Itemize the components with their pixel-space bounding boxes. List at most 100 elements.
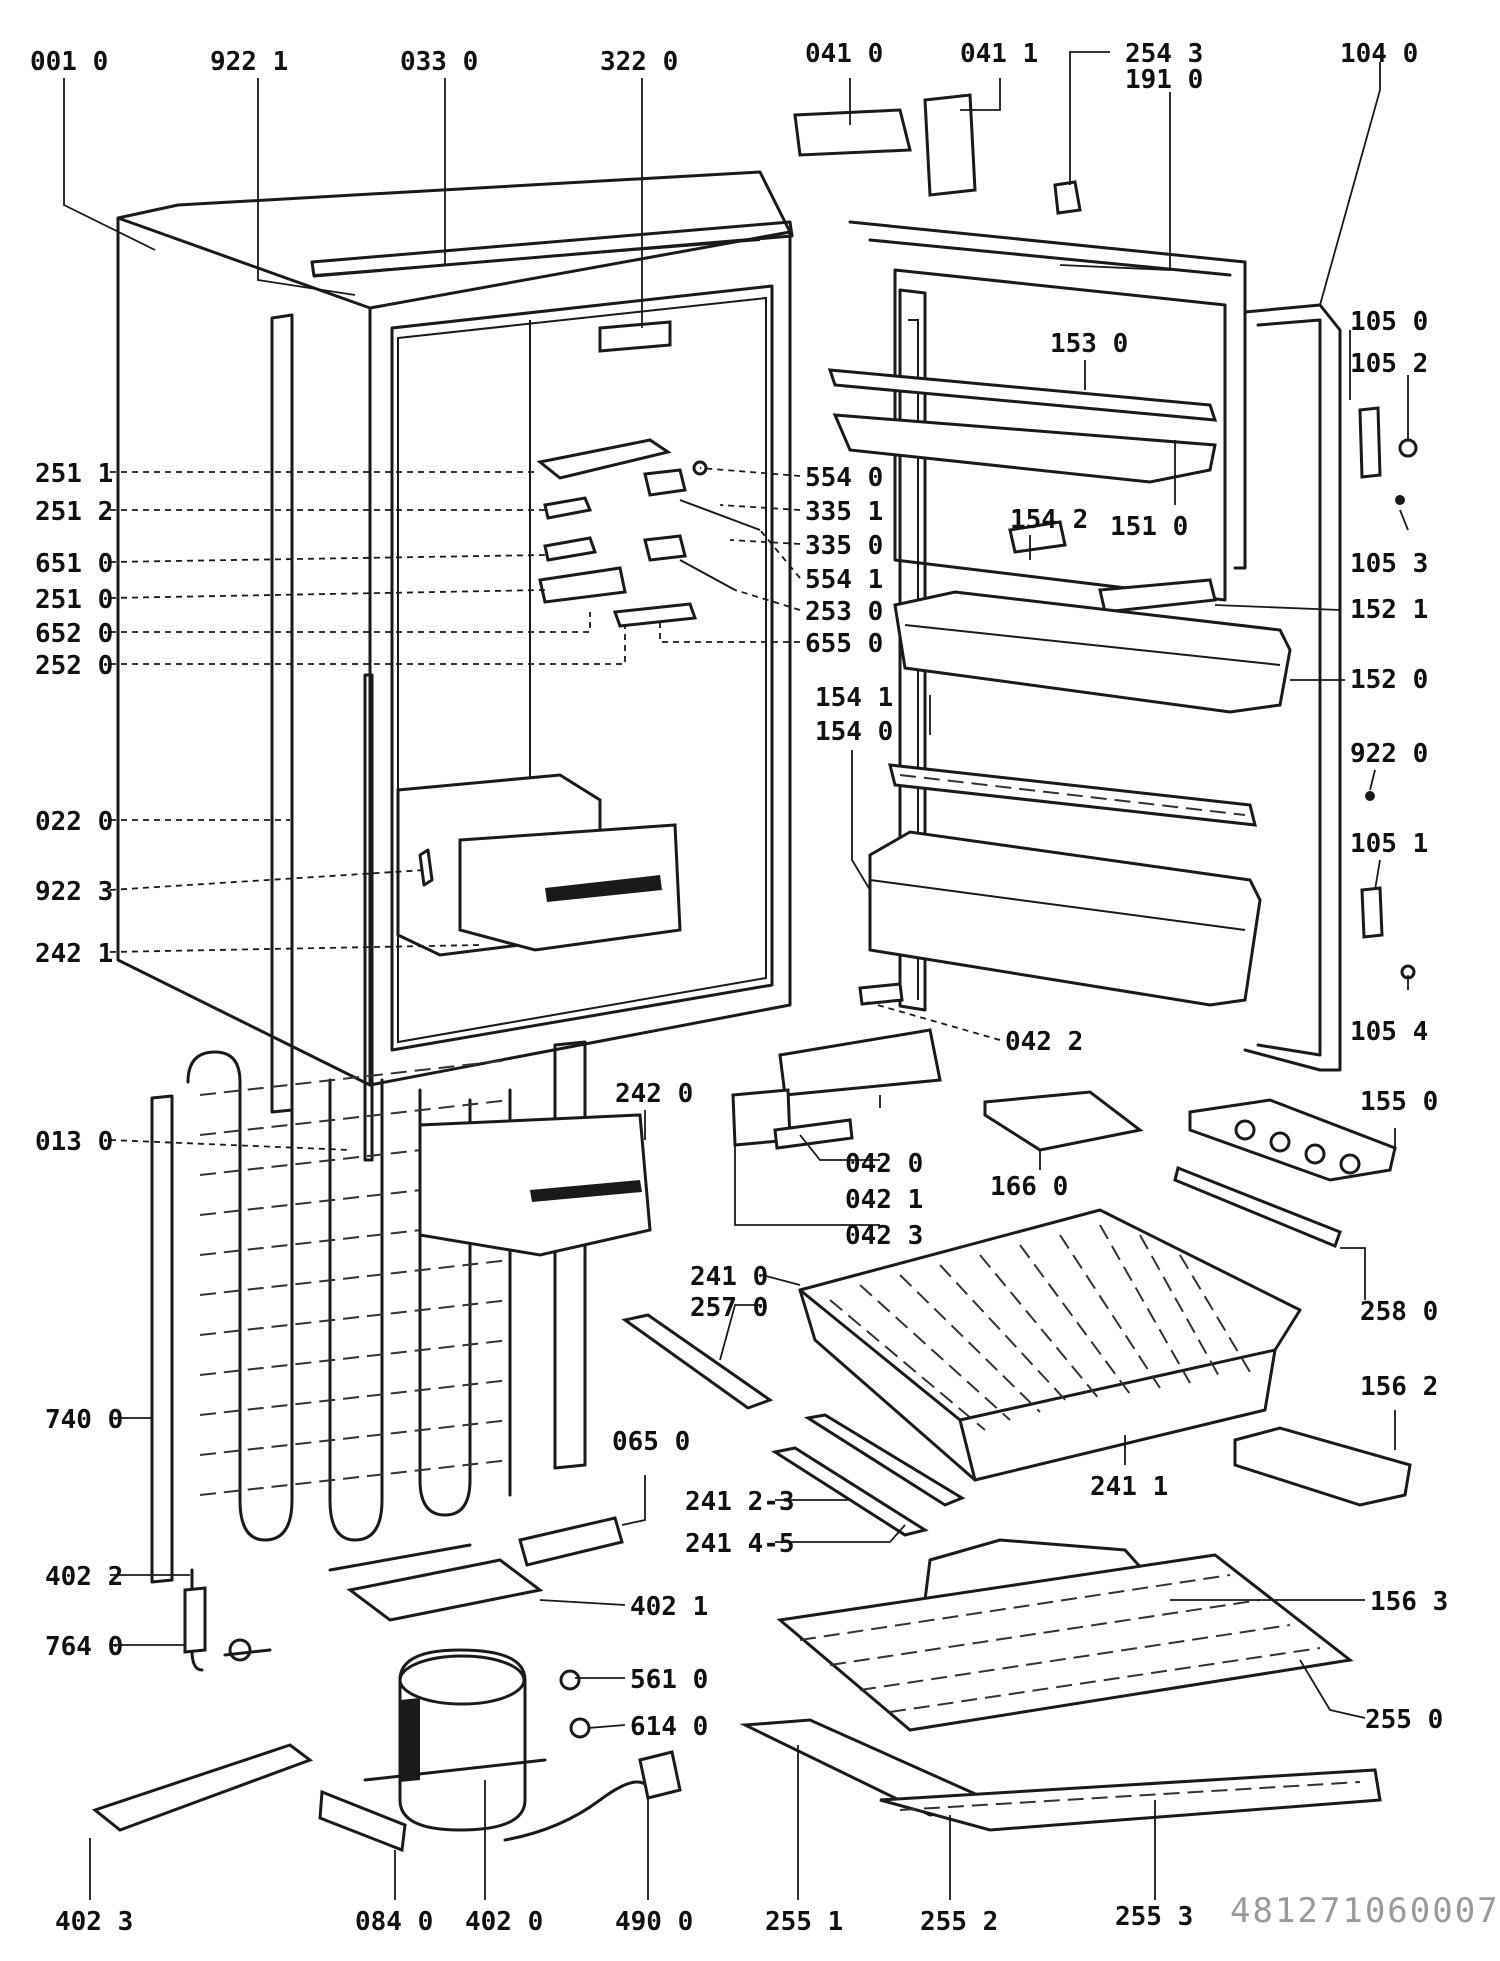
label-191-0: 191 0 [1125,65,1203,95]
label-764-0: 764 0 [45,1632,123,1662]
dairy-tray [1233,1426,1412,1507]
label-252-0: 252 0 [35,651,113,681]
label-335-0: 335 0 [805,531,883,561]
glass-shelf-lower [739,1718,1382,1832]
label-105-0: 105 0 [1350,307,1428,337]
label-042-0: 042 0 [845,1149,923,1179]
label-922-1: 922 1 [210,47,288,77]
compressor-foot [318,1789,407,1853]
condenser-coil [186,1050,512,1542]
part-labels: 001 0 922 1 033 0 322 0 041 0 041 1 254 … [30,39,1448,1937]
door-outer-panel [1243,303,1342,1072]
electric-cable [503,1750,682,1842]
compressor-mount-bracket [328,1543,544,1622]
freezer-compartment [396,773,682,957]
label-105-4: 105 4 [1350,1017,1428,1047]
label-652-0: 652 0 [35,619,113,649]
thermostat-knob-assembly [536,438,761,628]
label-105-2: 105 2 [1350,349,1428,379]
label-042-1: 042 1 [845,1185,923,1215]
label-255-1: 255 1 [765,1907,843,1937]
top-trim-strip [310,220,794,278]
label-402-2: 402 2 [45,1562,123,1592]
document-number: 481271060007 [1230,1891,1500,1931]
compressor-base-rail [91,1743,314,1832]
label-554-1: 554 1 [805,565,883,595]
condenser-mount-rail [150,1040,587,1584]
label-257-0: 257 0 [690,1293,768,1323]
label-013-0: 013 0 [35,1127,113,1157]
label-105-3: 105 3 [1350,549,1428,579]
label-402-0: 402 0 [465,1907,543,1937]
label-402-1: 402 1 [630,1592,708,1622]
label-402-3: 402 3 [55,1907,133,1937]
upper-door-shelf [827,368,1218,484]
label-042-2: 042 2 [1005,1027,1083,1057]
label-322-0: 322 0 [600,47,678,77]
compressor [363,1648,591,1832]
label-241-2-3: 241 2-3 [685,1487,795,1517]
label-258-0: 258 0 [1360,1297,1438,1327]
label-253-0: 253 0 [805,597,883,627]
door-hinge-parts [731,93,1418,1150]
label-166-0: 166 0 [990,1172,1068,1202]
label-001-0: 001 0 [30,47,108,77]
label-254-3: 254 3 [1125,39,1203,69]
label-153-0: 153 0 [1050,329,1128,359]
label-154-0: 154 0 [815,717,893,747]
label-022-0: 022 0 [35,807,113,837]
label-335-1: 335 1 [805,497,883,527]
label-651-0: 651 0 [35,549,113,579]
label-156-3: 156 3 [1370,1587,1448,1617]
label-241-4-5: 241 4-5 [685,1529,795,1559]
label-042-3: 042 3 [845,1221,923,1251]
label-154-1: 154 1 [815,683,893,713]
door-seal-strip-left [270,313,374,1162]
label-490-0: 490 0 [615,1907,693,1937]
label-104-0: 104 0 [1340,39,1418,69]
label-922-0: 922 0 [1350,739,1428,769]
thermostat-housing [598,320,672,353]
filter-drier [518,1516,624,1567]
label-155-0: 155 0 [1360,1087,1438,1117]
label-033-0: 033 0 [400,47,478,77]
bottle-rack [888,763,1257,827]
label-561-0: 561 0 [630,1665,708,1695]
label-242-1: 242 1 [35,939,113,969]
capillary-tube [183,1568,272,1672]
shelf-trim-strip [1173,1165,1342,1248]
label-151-0: 151 0 [1110,512,1188,542]
basket-glide-rail [621,1313,966,1537]
crisper-basket [798,1208,1302,1482]
freezer-tray [418,1113,652,1257]
label-154-2: 154 2 [1010,505,1088,535]
label-740-0: 740 0 [45,1405,123,1435]
label-251-2: 251 2 [35,497,113,527]
label-065-0: 065 0 [612,1427,690,1457]
lower-door-shelf [868,830,1262,1007]
glass-shelf-main [776,1553,1354,1732]
label-105-1: 105 1 [1350,829,1428,859]
label-156-2: 156 2 [1360,1372,1438,1402]
label-655-0: 655 0 [805,629,883,659]
label-242-0: 242 0 [615,1079,693,1109]
label-041-0: 041 0 [805,39,883,69]
label-614-0: 614 0 [630,1712,708,1742]
label-251-0: 251 0 [35,585,113,615]
butter-compartment [1008,520,1217,614]
label-922-3: 922 3 [35,877,113,907]
ice-cube-tray [983,1090,1144,1152]
middle-door-shelf [893,590,1292,714]
label-255-0: 255 0 [1365,1705,1443,1735]
label-255-2: 255 2 [920,1907,998,1937]
label-251-1: 251 1 [35,459,113,489]
label-255-3: 255 3 [1115,1902,1193,1932]
label-554-0: 554 0 [805,463,883,493]
label-152-1: 152 1 [1350,595,1428,625]
label-241-1: 241 1 [1090,1472,1168,1502]
label-152-0: 152 0 [1350,665,1428,695]
label-084-0: 084 0 [355,1907,433,1937]
label-041-1: 041 1 [960,39,1038,69]
leader-lines [63,51,1409,1900]
